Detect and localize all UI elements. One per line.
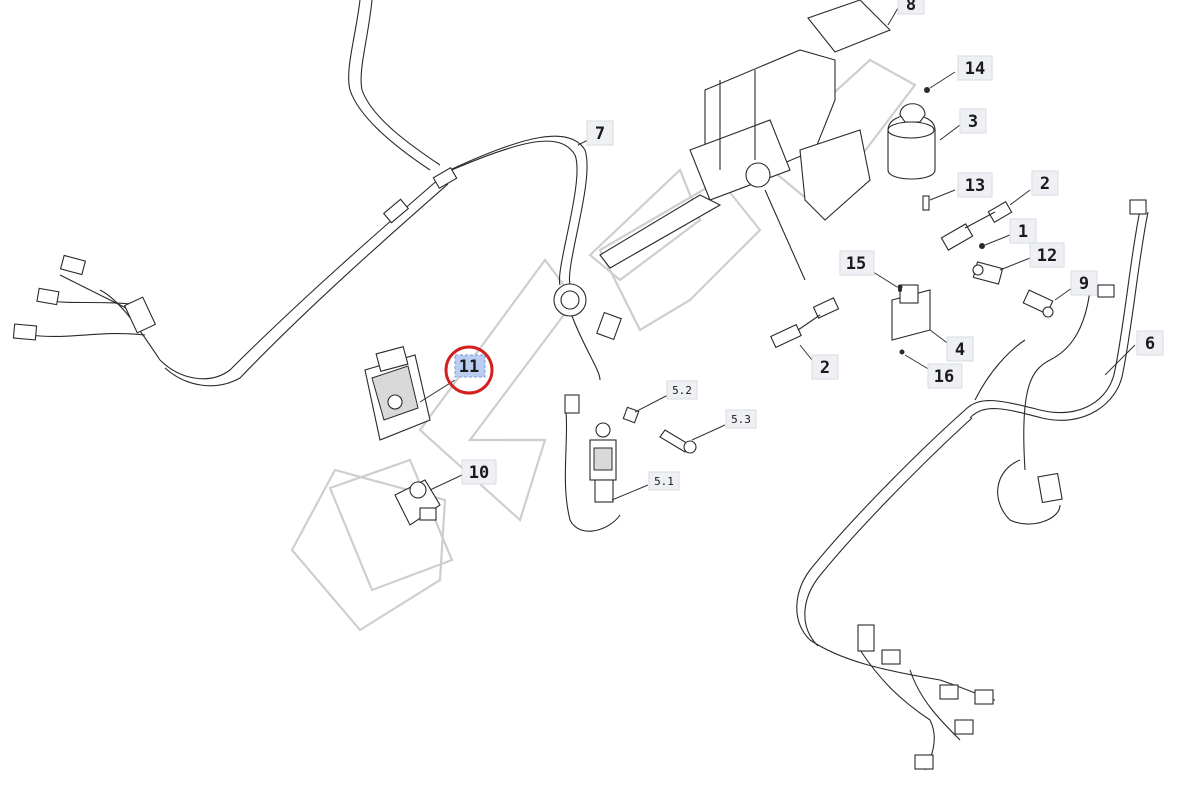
relay-3[interactable] <box>887 103 936 180</box>
svg-text:5.1: 5.1 <box>654 475 674 488</box>
sensor-12[interactable] <box>972 261 1004 285</box>
svg-text:10: 10 <box>469 463 489 483</box>
callout-3[interactable]: 3 <box>959 108 987 134</box>
callout-15[interactable]: 15 <box>839 250 875 276</box>
svg-text:12: 12 <box>1037 246 1057 266</box>
svg-text:6: 6 <box>1145 334 1155 354</box>
svg-text:5.2: 5.2 <box>672 384 692 397</box>
callout-5-1[interactable]: 5.1 <box>648 471 680 491</box>
callout-14[interactable]: 14 <box>957 55 993 81</box>
svg-text:7: 7 <box>595 124 605 144</box>
callout-4[interactable]: 4 <box>946 336 974 362</box>
screw-15[interactable] <box>897 284 903 290</box>
callout-12[interactable]: 12 <box>1029 242 1065 268</box>
screw-14[interactable] <box>924 87 930 93</box>
screw-16[interactable] <box>899 349 905 355</box>
callout-13[interactable]: 13 <box>957 172 993 198</box>
callout-1[interactable]: 1 <box>1009 218 1037 244</box>
svg-text:14: 14 <box>965 59 985 79</box>
svg-text:3: 3 <box>968 112 978 132</box>
mounting-bracket-9[interactable] <box>599 0 891 281</box>
selection-highlight-ring <box>444 345 494 395</box>
svg-text:5.3: 5.3 <box>731 413 751 426</box>
sensor-8[interactable] <box>1022 289 1054 318</box>
svg-text:13: 13 <box>965 176 985 196</box>
screw-13[interactable] <box>922 195 930 211</box>
svg-text:4: 4 <box>955 340 965 360</box>
svg-text:16: 16 <box>934 367 954 387</box>
svg-text:11: 11 <box>459 357 479 377</box>
callout-6[interactable]: 6 <box>1136 330 1164 356</box>
callout-5-3[interactable]: 5.3 <box>725 409 757 429</box>
callout-9[interactable]: 8 <box>897 0 925 15</box>
callout-5-2[interactable]: 5.2 <box>666 380 698 400</box>
callout-11[interactable]: 11 <box>454 354 486 378</box>
callout-16[interactable]: 16 <box>927 363 963 389</box>
callout-8[interactable]: 9 <box>1070 270 1098 296</box>
sensor-assembly-5[interactable] <box>589 406 697 503</box>
sensor-10[interactable] <box>394 479 441 526</box>
svg-text:15: 15 <box>846 254 866 274</box>
connector-2-upper[interactable] <box>940 201 1013 251</box>
svg-text:2: 2 <box>1040 174 1050 194</box>
valve-4[interactable] <box>891 284 931 341</box>
connector-2-lower[interactable] <box>770 297 840 349</box>
svg-text:8: 8 <box>906 0 916 15</box>
wiring-harness-7[interactable] <box>12 0 622 532</box>
svg-text:9: 9 <box>1079 274 1089 294</box>
svg-text:1: 1 <box>1018 222 1028 242</box>
callout-7[interactable]: 7 <box>586 120 614 146</box>
screw-1[interactable] <box>979 243 985 249</box>
svg-text:2: 2 <box>820 358 830 378</box>
ecu-11[interactable] <box>364 346 431 441</box>
callout-10[interactable]: 10 <box>461 459 497 485</box>
callout-2-upper[interactable]: 2 <box>1031 170 1059 196</box>
callout-2-lower[interactable]: 2 <box>811 354 839 380</box>
wiring-harness-6[interactable] <box>796 199 1149 771</box>
